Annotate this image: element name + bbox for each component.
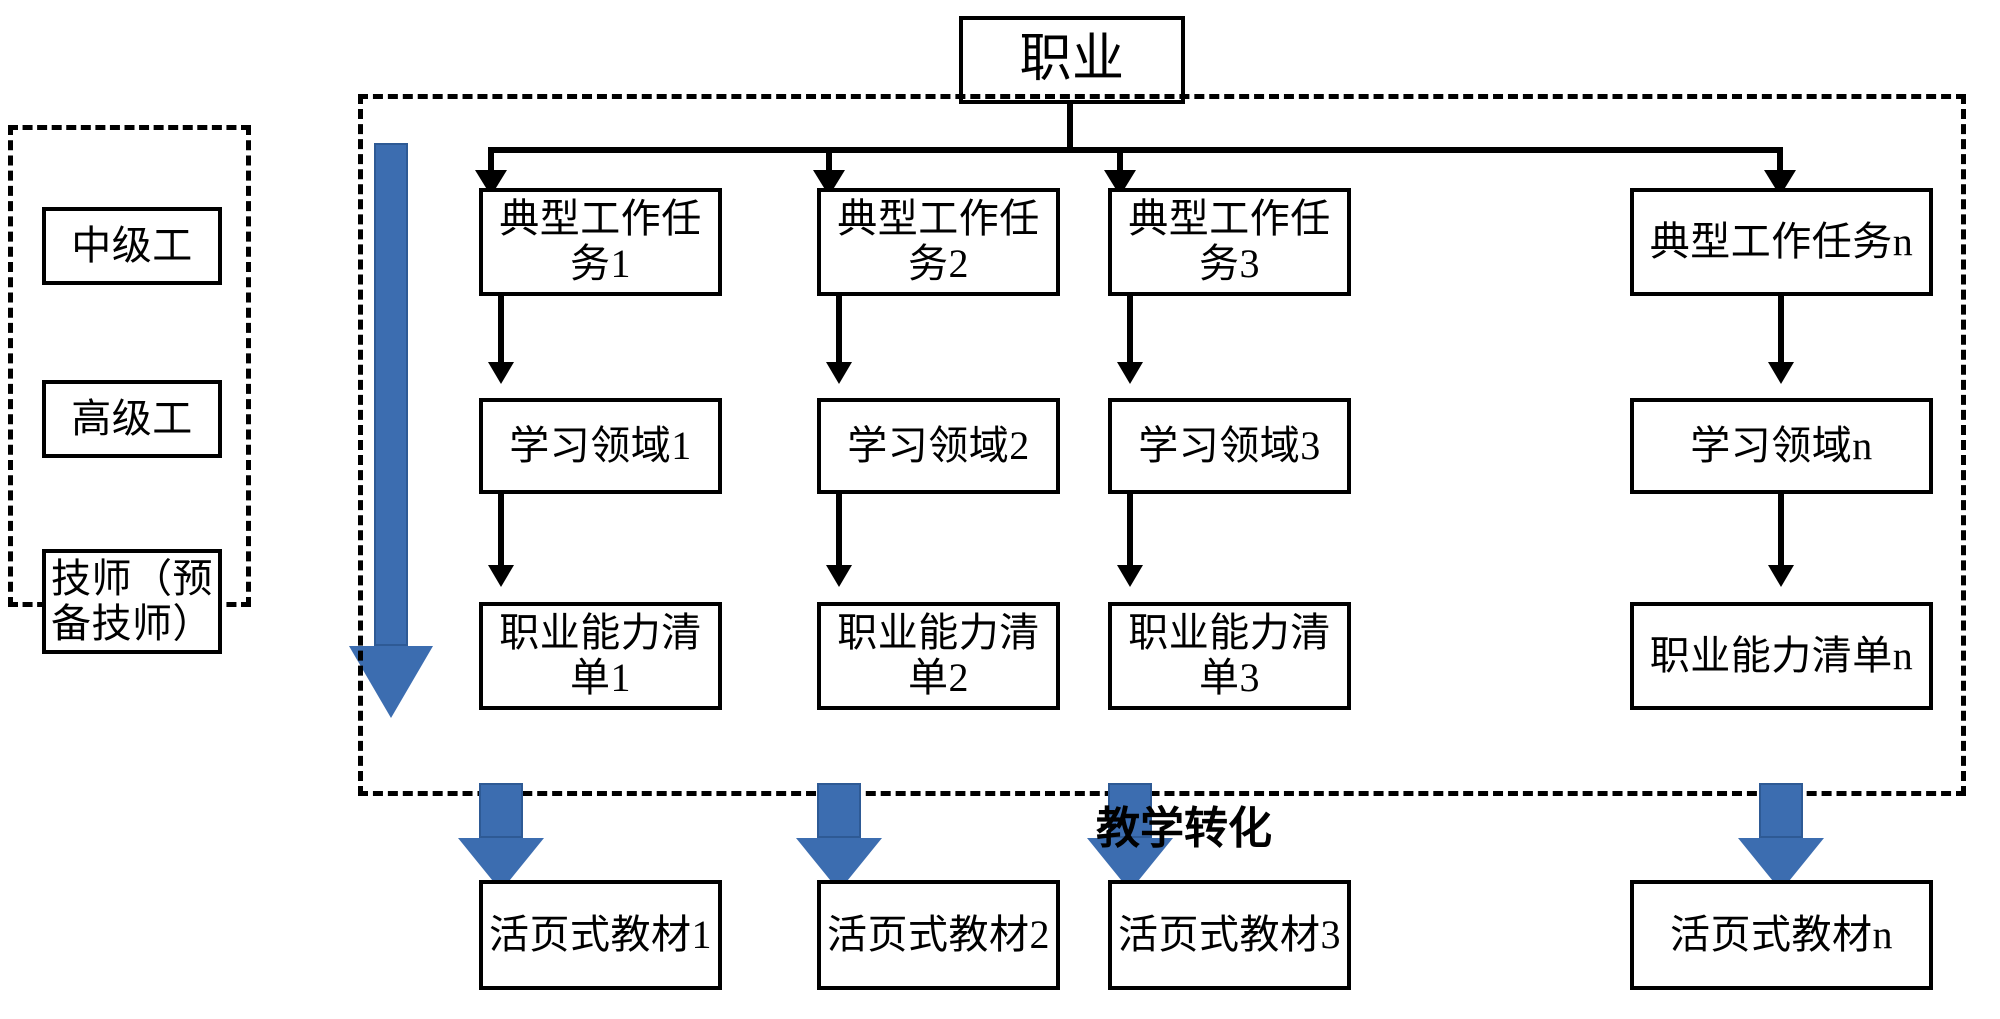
- field-to-ability-line-4: [1778, 494, 1784, 574]
- distribution-bar: [488, 147, 1780, 153]
- material-box-3-label: 活页式教材3: [1118, 911, 1341, 957]
- ability-box-3-label: 职业能力清单3: [1128, 610, 1331, 700]
- task-box-1: 典型工作任务1: [479, 188, 722, 296]
- level-box-1: 中级工: [42, 207, 222, 285]
- level-box-3: 技师（预备技师）: [42, 549, 222, 654]
- ability-box-4: 职业能力清单n: [1630, 602, 1933, 710]
- teaching-transform-arrow-3: [1072, 783, 1188, 891]
- task-box-4: 典型工作任务n: [1630, 188, 1933, 296]
- field-to-ability-line-1: [498, 494, 504, 574]
- ability-box-3: 职业能力清单3: [1108, 602, 1351, 710]
- teaching-transform-arrow-2-shaft: [817, 783, 861, 838]
- ability-box-1-label: 职业能力清单1: [499, 610, 702, 700]
- teaching-transform-arrow-2: [781, 783, 897, 891]
- teaching-transform-arrow-1-shaft: [479, 783, 523, 838]
- material-box-1: 活页式教材1: [479, 880, 722, 990]
- task-to-field-line-1: [498, 296, 504, 372]
- material-box-4-label: 活页式教材n: [1670, 911, 1893, 957]
- ability-box-2: 职业能力清单2: [817, 602, 1060, 710]
- teaching-transform-arrow-3-shaft: [1108, 783, 1152, 838]
- field-box-1: 学习领域1: [479, 398, 722, 494]
- progression-blue-arrow: [349, 143, 433, 718]
- level-box-1-label: 中级工: [71, 222, 193, 268]
- field-to-ability-arrowhead-4: [1768, 565, 1794, 587]
- field-to-ability-line-2: [836, 494, 842, 574]
- field-box-2-label: 学习领域2: [847, 422, 1030, 468]
- teaching-transform-label: 教学转化: [1096, 792, 1272, 856]
- material-box-2: 活页式教材2: [817, 880, 1060, 990]
- level-box-2: 高级工: [42, 380, 222, 458]
- field-to-ability-arrowhead-1: [488, 565, 514, 587]
- task-box-4-label: 典型工作任务n: [1649, 218, 1914, 264]
- task-to-field-arrowhead-3: [1117, 362, 1143, 384]
- task-to-field-arrowhead-2: [826, 362, 852, 384]
- levels-dashed-panel: [8, 125, 251, 607]
- task-to-field-arrowhead-1: [488, 362, 514, 384]
- teaching-transform-label-text: 教学转化: [1096, 804, 1272, 853]
- field-box-3: 学习领域3: [1108, 398, 1351, 494]
- field-box-1-label: 学习领域1: [509, 422, 692, 468]
- task-box-1-label: 典型工作任务1: [499, 196, 702, 286]
- ability-box-1: 职业能力清单1: [479, 602, 722, 710]
- field-box-4-label: 学习领域n: [1690, 422, 1873, 468]
- branch-stem-2: [826, 147, 832, 177]
- task-to-field-line-2: [836, 296, 842, 372]
- title-stem-line: [1067, 104, 1073, 150]
- level-box-3-label: 技师（预备技师）: [51, 555, 213, 646]
- task-to-field-line-3: [1127, 296, 1133, 372]
- teaching-transform-arrow-4-shaft: [1759, 783, 1803, 838]
- material-box-1-label: 活页式教材1: [489, 911, 712, 957]
- occupation-title-label: 职业: [1019, 30, 1125, 88]
- task-to-field-line-4: [1778, 296, 1784, 372]
- ability-box-2-label: 职业能力清单2: [837, 610, 1040, 700]
- ability-box-4-label: 职业能力清单n: [1649, 632, 1914, 678]
- material-box-2-label: 活页式教材2: [827, 911, 1050, 957]
- progression-blue-arrow-shaft: [374, 143, 408, 646]
- branch-stem-3: [1117, 147, 1123, 177]
- progression-blue-arrow-head: [349, 646, 433, 718]
- field-box-3-label: 学习领域3: [1138, 422, 1321, 468]
- branch-stem-4: [1777, 147, 1783, 177]
- field-to-ability-line-3: [1127, 494, 1133, 574]
- material-box-4: 活页式教材n: [1630, 880, 1933, 990]
- task-box-3-label: 典型工作任务3: [1128, 196, 1331, 286]
- field-to-ability-arrowhead-2: [826, 565, 852, 587]
- teaching-transform-arrow-1: [443, 783, 559, 891]
- field-box-4: 学习领域n: [1630, 398, 1933, 494]
- task-box-2: 典型工作任务2: [817, 188, 1060, 296]
- branch-stem-1: [488, 147, 494, 177]
- material-box-3: 活页式教材3: [1108, 880, 1351, 990]
- level-box-2-label: 高级工: [71, 395, 193, 441]
- task-box-2-label: 典型工作任务2: [837, 196, 1040, 286]
- teaching-transform-arrow-4: [1723, 783, 1839, 891]
- analysis-dashed-panel: [358, 94, 1966, 796]
- task-box-3: 典型工作任务3: [1108, 188, 1351, 296]
- task-to-field-arrowhead-4: [1768, 362, 1794, 384]
- field-box-2: 学习领域2: [817, 398, 1060, 494]
- field-to-ability-arrowhead-3: [1117, 565, 1143, 587]
- occupation-title-box: 职业: [959, 16, 1185, 104]
